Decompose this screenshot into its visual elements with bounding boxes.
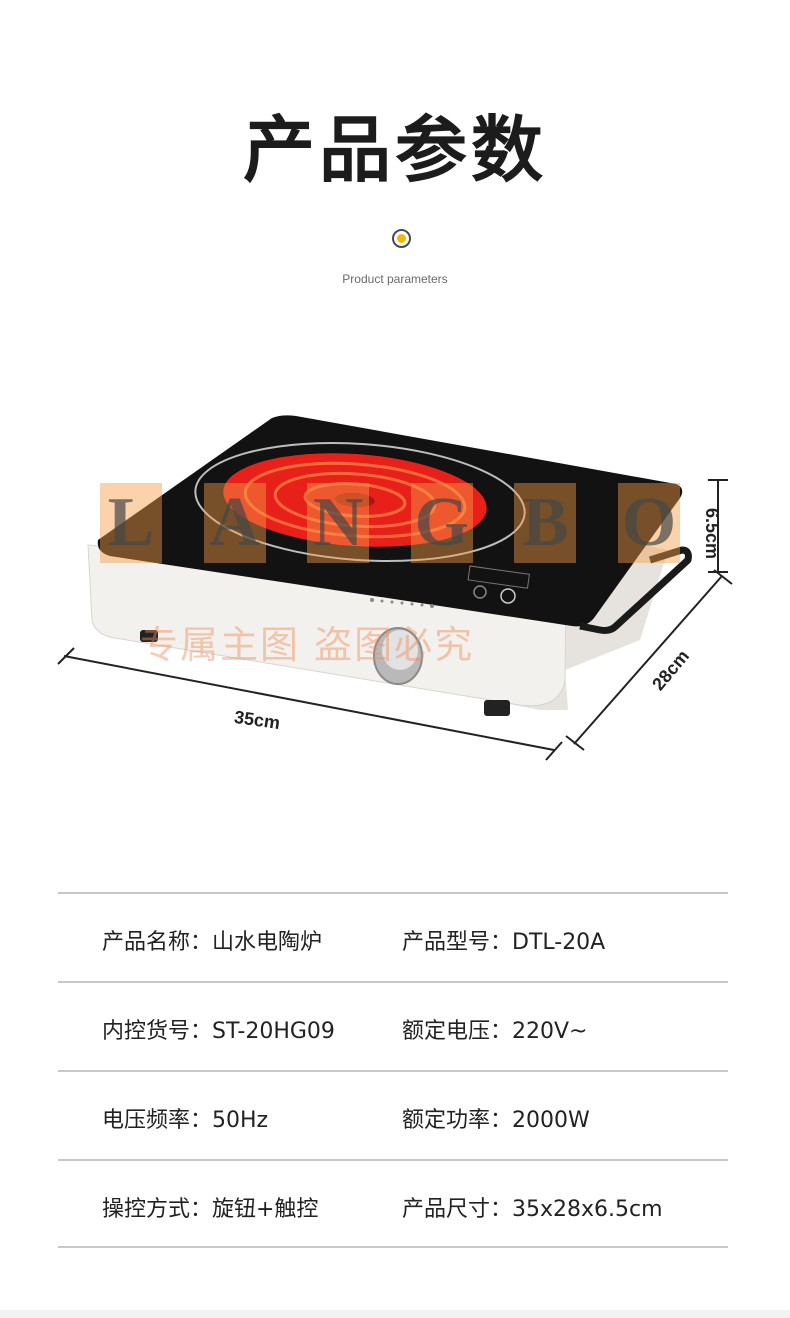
spec-model: 产品型号：DTL-20A — [402, 930, 606, 955]
spec-row: 内控货号：ST-20HG09 额定电压：220V~ — [58, 981, 728, 1070]
spec-dimensions: 产品尺寸：35x28x6.5cm — [402, 1197, 663, 1222]
watermark-letter: N — [307, 482, 370, 563]
watermark-letter: O — [617, 482, 680, 563]
watermark-text: 专属主图 盗图必究 — [140, 623, 475, 667]
watermark-letter: B — [514, 482, 577, 563]
dimension-lines — [57, 479, 733, 761]
page-title: 产品参数 — [242, 108, 547, 192]
spec-product-name: 产品名称：山水电陶炉 — [102, 930, 323, 955]
spec-rated-voltage: 额定电压：220V~ — [402, 1019, 588, 1044]
spec-row: 电压频率：50Hz 额定功率：2000W — [58, 1070, 728, 1159]
spec-row: 产品名称：山水电陶炉 产品型号：DTL-20A — [58, 892, 728, 981]
product-figure: L A N G B O 专属主图 盗图必究 35cm 28cm 6.5cm — [0, 380, 790, 800]
spec-item-number: 内控货号：ST-20HG09 — [102, 1019, 335, 1044]
spec-table: 产品名称：山水电陶炉 产品型号：DTL-20A 内控货号：ST-20HG09 额… — [58, 892, 728, 1248]
watermark-letters: L A N G B O — [100, 480, 680, 565]
spec-frequency: 电压频率：50Hz — [102, 1108, 269, 1133]
watermark-letter: G — [410, 482, 473, 563]
spec-row: 操控方式：旋钮+触控 产品尺寸：35x28x6.5cm — [58, 1159, 728, 1248]
spec-control-method: 操控方式：旋钮+触控 — [102, 1197, 319, 1222]
dimension-height-label: 6.5cm — [702, 508, 722, 560]
accent-dot-icon — [392, 229, 411, 248]
spec-rated-power: 额定功率：2000W — [402, 1108, 590, 1133]
cooking-zone-ring — [194, 442, 526, 562]
watermark-letter: A — [203, 482, 266, 563]
footer-band — [0, 1310, 790, 1318]
cooktop-handle — [579, 546, 692, 634]
page-subtitle: Product parameters — [342, 272, 448, 286]
watermark-letter: L — [100, 482, 162, 563]
cooktop-illustration — [57, 415, 733, 761]
